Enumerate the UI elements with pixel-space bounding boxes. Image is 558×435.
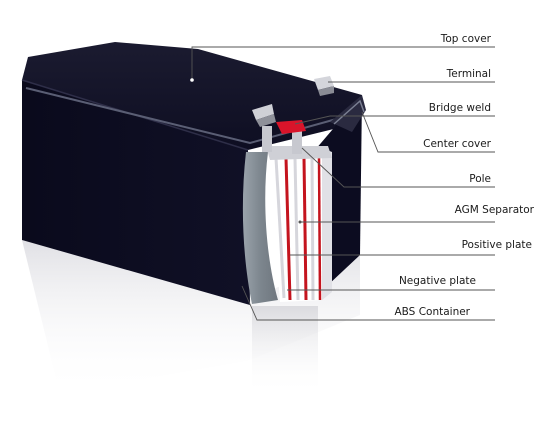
positive-plate-1 — [284, 157, 292, 301]
label-pole: Pole — [469, 173, 491, 185]
plate-stack — [266, 146, 332, 302]
label-agm-separator: AGM Separator — [455, 204, 535, 216]
label-bridge-weld: Bridge weld — [429, 102, 491, 114]
leader-top-cover — [191, 46, 495, 80]
negative-plate-3 — [310, 157, 315, 301]
negative-plate-2 — [293, 157, 300, 301]
label-negative-plate: Negative plate — [399, 275, 476, 287]
terminal-tab-top — [314, 76, 334, 90]
positive-plate-3 — [317, 157, 322, 301]
label-top-cover: Top cover — [440, 33, 492, 45]
leader-abs-container — [241, 285, 495, 321]
callout-labels: Top cover Terminal Bridge weld Center co… — [394, 33, 534, 318]
positive-plate-2 — [302, 157, 308, 301]
plates-reflection — [252, 306, 318, 395]
left-terminal-tab-shade — [256, 114, 276, 127]
label-terminal: Terminal — [446, 68, 491, 80]
leader-center-cover — [361, 111, 495, 153]
container-cutaway-wall — [242, 152, 278, 304]
leader-dots — [190, 78, 302, 224]
separator-shade — [322, 148, 332, 300]
floor-reflection — [22, 240, 360, 395]
dot-top-cover — [190, 78, 194, 82]
leader-bridge-weld — [294, 115, 495, 125]
label-center-cover: Center cover — [423, 138, 492, 150]
dot-agm — [298, 220, 302, 224]
label-abs-container: ABS Container — [394, 306, 470, 318]
leader-pole — [301, 147, 495, 188]
negative-plate-1 — [274, 157, 286, 299]
left-terminal-tab — [252, 104, 274, 120]
pole-left — [262, 126, 272, 152]
case-front-face — [22, 80, 250, 305]
top-cover-groove — [25, 87, 341, 145]
label-positive-plate: Positive plate — [462, 239, 532, 251]
terminal-tab-side — [318, 86, 334, 96]
terminal-tab — [314, 76, 334, 96]
leader-lines — [191, 46, 495, 321]
pole-right — [292, 130, 302, 154]
